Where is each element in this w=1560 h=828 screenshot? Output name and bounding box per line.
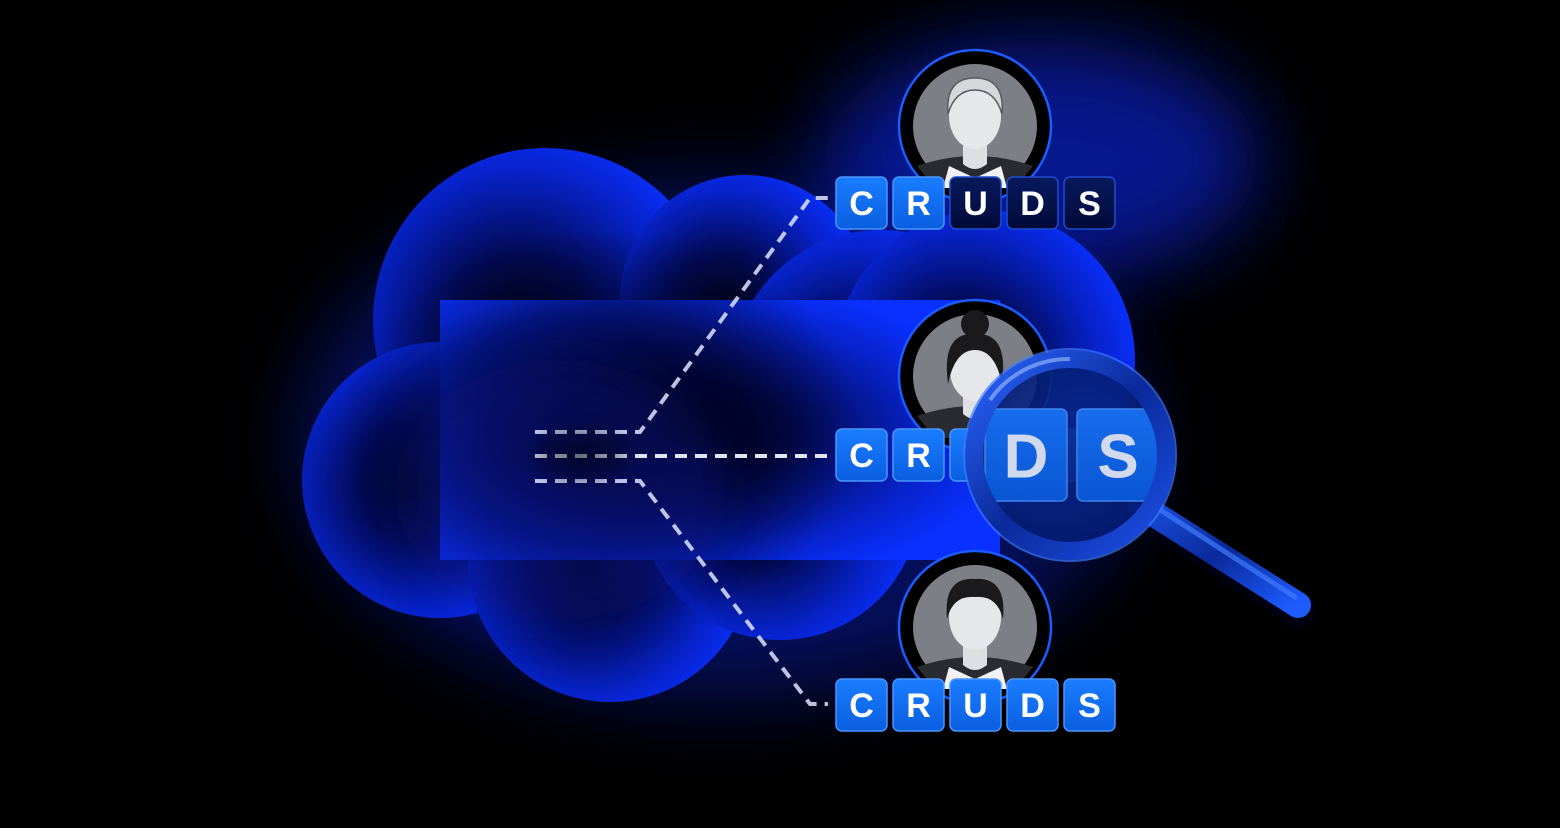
male-user-icon — [913, 64, 1037, 188]
permission-key-u: U — [949, 176, 1002, 230]
permission-key-r-letter: R — [906, 185, 931, 223]
permission-key-r: R — [892, 678, 945, 732]
magnified-key-d: D — [984, 408, 1068, 502]
connector-lines — [520, 196, 830, 706]
permission-key-u-letter: U — [963, 687, 988, 725]
permission-key-s: S — [1063, 176, 1116, 230]
permission-key-c: C — [835, 678, 888, 732]
permission-key-c: C — [835, 176, 888, 230]
permission-key-d: D — [1006, 678, 1059, 732]
permission-key-d-letter: D — [1020, 185, 1045, 223]
permission-key-d-letter: D — [1020, 687, 1045, 725]
permission-key-r: R — [892, 428, 945, 482]
permission-key-u-letter: U — [963, 185, 988, 223]
permission-key-r: R — [892, 176, 945, 230]
magnified-key-s: S — [1076, 408, 1160, 502]
permission-key-c-letter: C — [849, 687, 874, 725]
permission-key-s-letter: S — [1078, 687, 1101, 725]
male-user-icon — [913, 565, 1037, 689]
permission-key-s: S — [1063, 678, 1116, 732]
permission-key-r-letter: R — [906, 437, 931, 475]
magnified-key-d-letter: D — [1004, 422, 1049, 491]
permission-key-u: U — [949, 678, 1002, 732]
permission-key-s-letter: S — [1078, 185, 1101, 223]
permission-key-d: D — [1006, 176, 1059, 230]
permission-key-r-letter: R — [906, 687, 931, 725]
permission-key-c: C — [835, 428, 888, 482]
permission-key-c-letter: C — [849, 437, 874, 475]
permission-key-c-letter: C — [849, 185, 874, 223]
magnified-key-s-letter: S — [1097, 422, 1138, 491]
user-list: CRUDSCRUDSCRUDS — [835, 48, 1116, 732]
